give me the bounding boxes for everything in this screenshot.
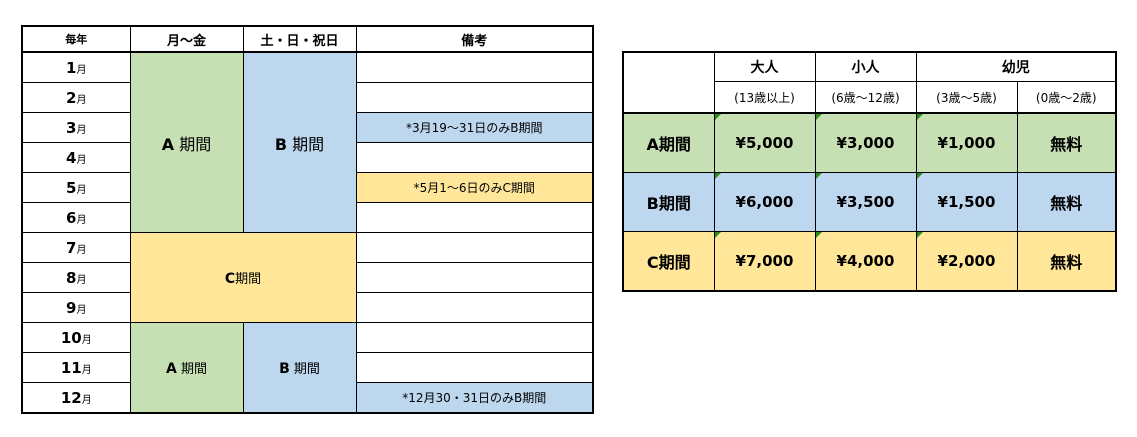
month-cell-2: 2月	[21, 82, 131, 113]
green-corner-marker	[714, 173, 721, 179]
note-cell-1	[355, 51, 594, 83]
green-corner-marker	[916, 114, 923, 120]
note-cell-6	[355, 202, 594, 233]
month-row-10: 10月 A 期間 B 期間	[21, 322, 594, 414]
price-cell: ¥7,000	[713, 231, 816, 292]
price-cell: ¥3,000	[814, 112, 917, 173]
header-weekday: 月～金	[129, 25, 244, 53]
price-corner-cell	[622, 51, 715, 114]
month-cell-11: 11月	[21, 352, 131, 383]
price-cell-free: 無料	[1016, 172, 1117, 232]
month-cell-4: 4月	[21, 142, 131, 173]
month-row-1: 1月 A 期間 B 期間	[21, 51, 594, 233]
month-row-11: 11月	[21, 352, 594, 383]
price-row-c: C期間 ¥7,000 ¥4,000 ¥2,000 無料	[622, 231, 1117, 292]
price-cell: ¥4,000	[814, 231, 917, 292]
price-period-label: C期間	[622, 231, 715, 292]
category-child: 小人	[814, 51, 917, 82]
note-cell-10	[355, 322, 594, 353]
note-cell-7	[355, 232, 594, 263]
price-cell: ¥1,000	[915, 112, 1018, 173]
price-cell-free: 無料	[1016, 231, 1117, 292]
green-corner-marker	[916, 173, 923, 179]
month-row-7: 7月 C期間	[21, 232, 594, 323]
month-row-9: 9月	[21, 292, 594, 323]
category-adult: 大人	[713, 51, 816, 82]
green-corner-marker	[916, 232, 923, 238]
note-cell-8	[355, 262, 594, 293]
period-c-block: C期間	[129, 232, 357, 323]
month-cell-3: 3月	[21, 112, 131, 143]
header-month: 毎年	[21, 25, 131, 53]
age-range-infant-younger: (0歳～2歳)	[1016, 81, 1117, 114]
note-may: *5月1～6日のみC期間	[355, 172, 594, 203]
month-cell-10: 10月	[21, 322, 131, 353]
green-corner-marker	[815, 232, 822, 238]
month-row-2: 2月	[21, 82, 594, 113]
month-cell-1: 1月	[21, 51, 131, 83]
note-december: *12月30・31日のみB期間	[355, 382, 594, 414]
month-row-12: 12月 *12月30・31日のみB期間	[21, 382, 594, 414]
period-a-autumn-block: A 期間	[129, 322, 244, 414]
price-period-label: A期間	[622, 112, 715, 173]
month-cell-9: 9月	[21, 292, 131, 323]
month-cell-12: 12月	[21, 382, 131, 414]
green-corner-marker	[815, 114, 822, 120]
price-cell: ¥2,000	[915, 231, 1018, 292]
age-range-infant-older: (3歳～5歳)	[915, 81, 1018, 114]
header-weekend: 土・日・祝日	[242, 25, 357, 53]
header-row: 毎年 月～金 土・日・祝日 備考	[21, 25, 594, 53]
green-corner-marker	[714, 114, 721, 120]
month-cell-8: 8月	[21, 262, 131, 293]
price-table: 大人 小人 幼児 (13歳以上) (6歳～12歳) (3歳～5歳) (0歳～2歳…	[622, 51, 1117, 292]
age-range-adult: (13歳以上)	[713, 81, 816, 114]
green-corner-marker	[714, 232, 721, 238]
green-corner-marker	[815, 173, 822, 179]
header-notes: 備考	[355, 25, 594, 53]
price-period-label: B期間	[622, 172, 715, 232]
month-row-8: 8月	[21, 262, 594, 293]
season-calendar-table: 毎年 月～金 土・日・祝日 備考 1月 A 期間 B 期間 2月 3月 *3月1…	[21, 25, 594, 414]
price-cell: ¥6,000	[713, 172, 816, 232]
age-range-child: (6歳～12歳)	[814, 81, 917, 114]
category-infant: 幼児	[915, 51, 1117, 82]
month-cell-7: 7月	[21, 232, 131, 263]
note-cell-4	[355, 142, 594, 173]
note-march: *3月19～31日のみB期間	[355, 112, 594, 143]
note-cell-9	[355, 292, 594, 323]
price-cell: ¥5,000	[713, 112, 816, 173]
price-row-a: A期間 ¥5,000 ¥3,000 ¥1,000 無料	[622, 112, 1117, 173]
price-cell: ¥1,500	[915, 172, 1018, 232]
month-row-6: 6月	[21, 202, 594, 233]
price-cell-free: 無料	[1016, 112, 1117, 173]
note-cell-11	[355, 352, 594, 383]
month-cell-6: 6月	[21, 202, 131, 233]
period-b-autumn-block: B 期間	[242, 322, 357, 414]
month-cell-5: 5月	[21, 172, 131, 203]
price-row-b: B期間 ¥6,000 ¥3,500 ¥1,500 無料	[622, 172, 1117, 232]
month-row-5: 5月 *5月1～6日のみC期間	[21, 172, 594, 203]
month-row-4: 4月	[21, 142, 594, 173]
price-category-row: 大人 小人 幼児	[622, 51, 1117, 114]
period-b-weekend-block: B 期間	[242, 51, 357, 233]
note-cell-2	[355, 82, 594, 113]
month-row-3: 3月 *3月19～31日のみB期間	[21, 112, 594, 143]
price-cell: ¥3,500	[814, 172, 917, 232]
period-a-weekday-block: A 期間	[129, 51, 244, 233]
